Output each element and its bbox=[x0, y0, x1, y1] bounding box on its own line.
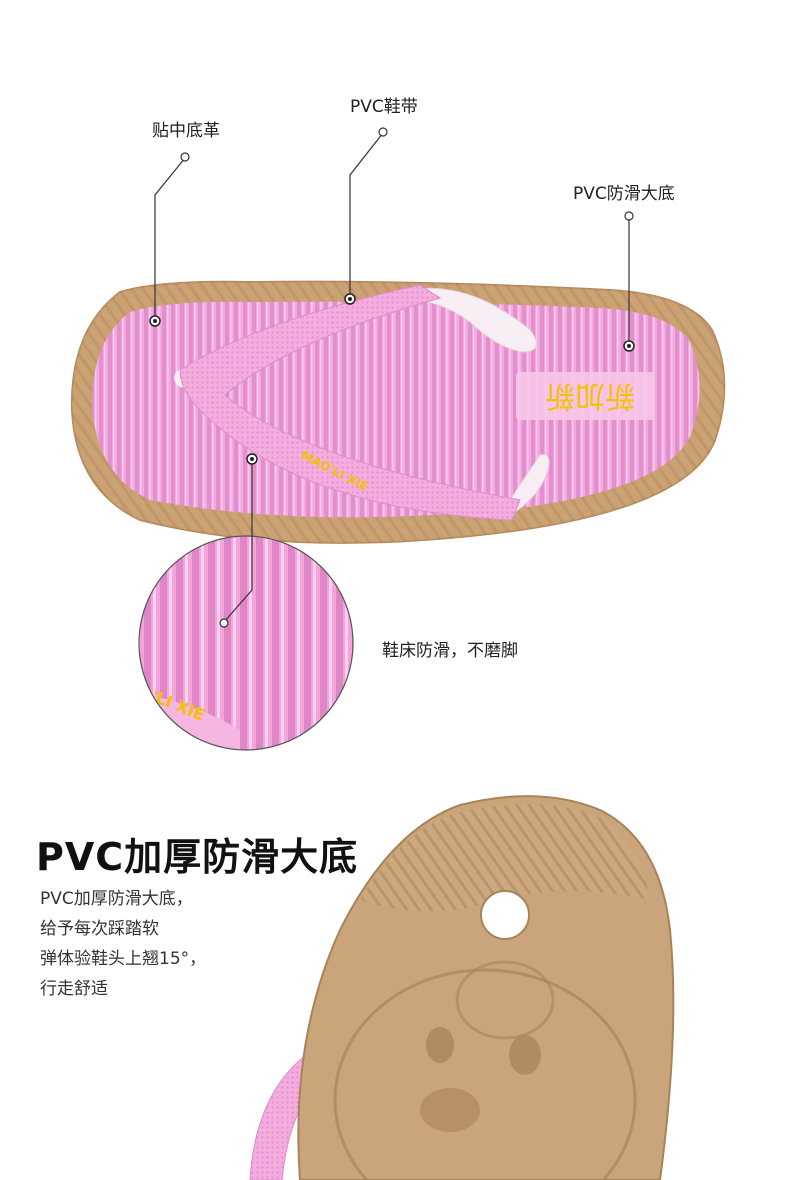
slipper-bottom-view bbox=[249, 795, 675, 1180]
bear-nose bbox=[420, 1088, 480, 1132]
callout-bed-label: 鞋床防滑，不磨脚 bbox=[382, 641, 518, 661]
outsole-bear-face bbox=[333, 968, 637, 1180]
slipper-strap bbox=[179, 284, 521, 521]
callout-outsole-label: PVC防滑大底 bbox=[573, 184, 675, 204]
feature-line: 弹体验鞋头上翘15°， bbox=[40, 949, 207, 969]
strap-end-top bbox=[409, 287, 537, 353]
bear-ear bbox=[455, 960, 555, 1040]
slipper-top-view: 新加新 MAO'LI XIE bbox=[70, 280, 726, 544]
outsole-toe-texture bbox=[360, 804, 650, 912]
callout-insole-label: 贴中底革 bbox=[152, 121, 220, 141]
feature-line: 给予每次踩踏软 bbox=[40, 919, 159, 939]
bear-eye-right bbox=[509, 1035, 541, 1075]
bear-eye-left bbox=[426, 1027, 454, 1063]
callout-strap-label: PVC鞋带 bbox=[350, 97, 418, 117]
insole-logo: 新加新 bbox=[545, 378, 635, 413]
insole-logo-patch bbox=[516, 372, 654, 420]
toe-post-hole bbox=[480, 890, 530, 940]
feature-line: PVC加厚防滑大底， bbox=[40, 889, 193, 909]
callout-dots bbox=[149, 127, 635, 628]
strap-end-bottom bbox=[509, 454, 550, 513]
callout-lines bbox=[154, 132, 630, 623]
feature-title: PVC加厚防滑大底 bbox=[36, 835, 359, 879]
feature-line: 行走舒适 bbox=[40, 979, 108, 999]
zoom-detail-circle: 'LI XIE bbox=[138, 535, 354, 751]
feature-description: PVC加厚防滑大底， 给予每次踩踏软 弹体验鞋头上翘15°， 行走舒适 bbox=[40, 884, 206, 1004]
